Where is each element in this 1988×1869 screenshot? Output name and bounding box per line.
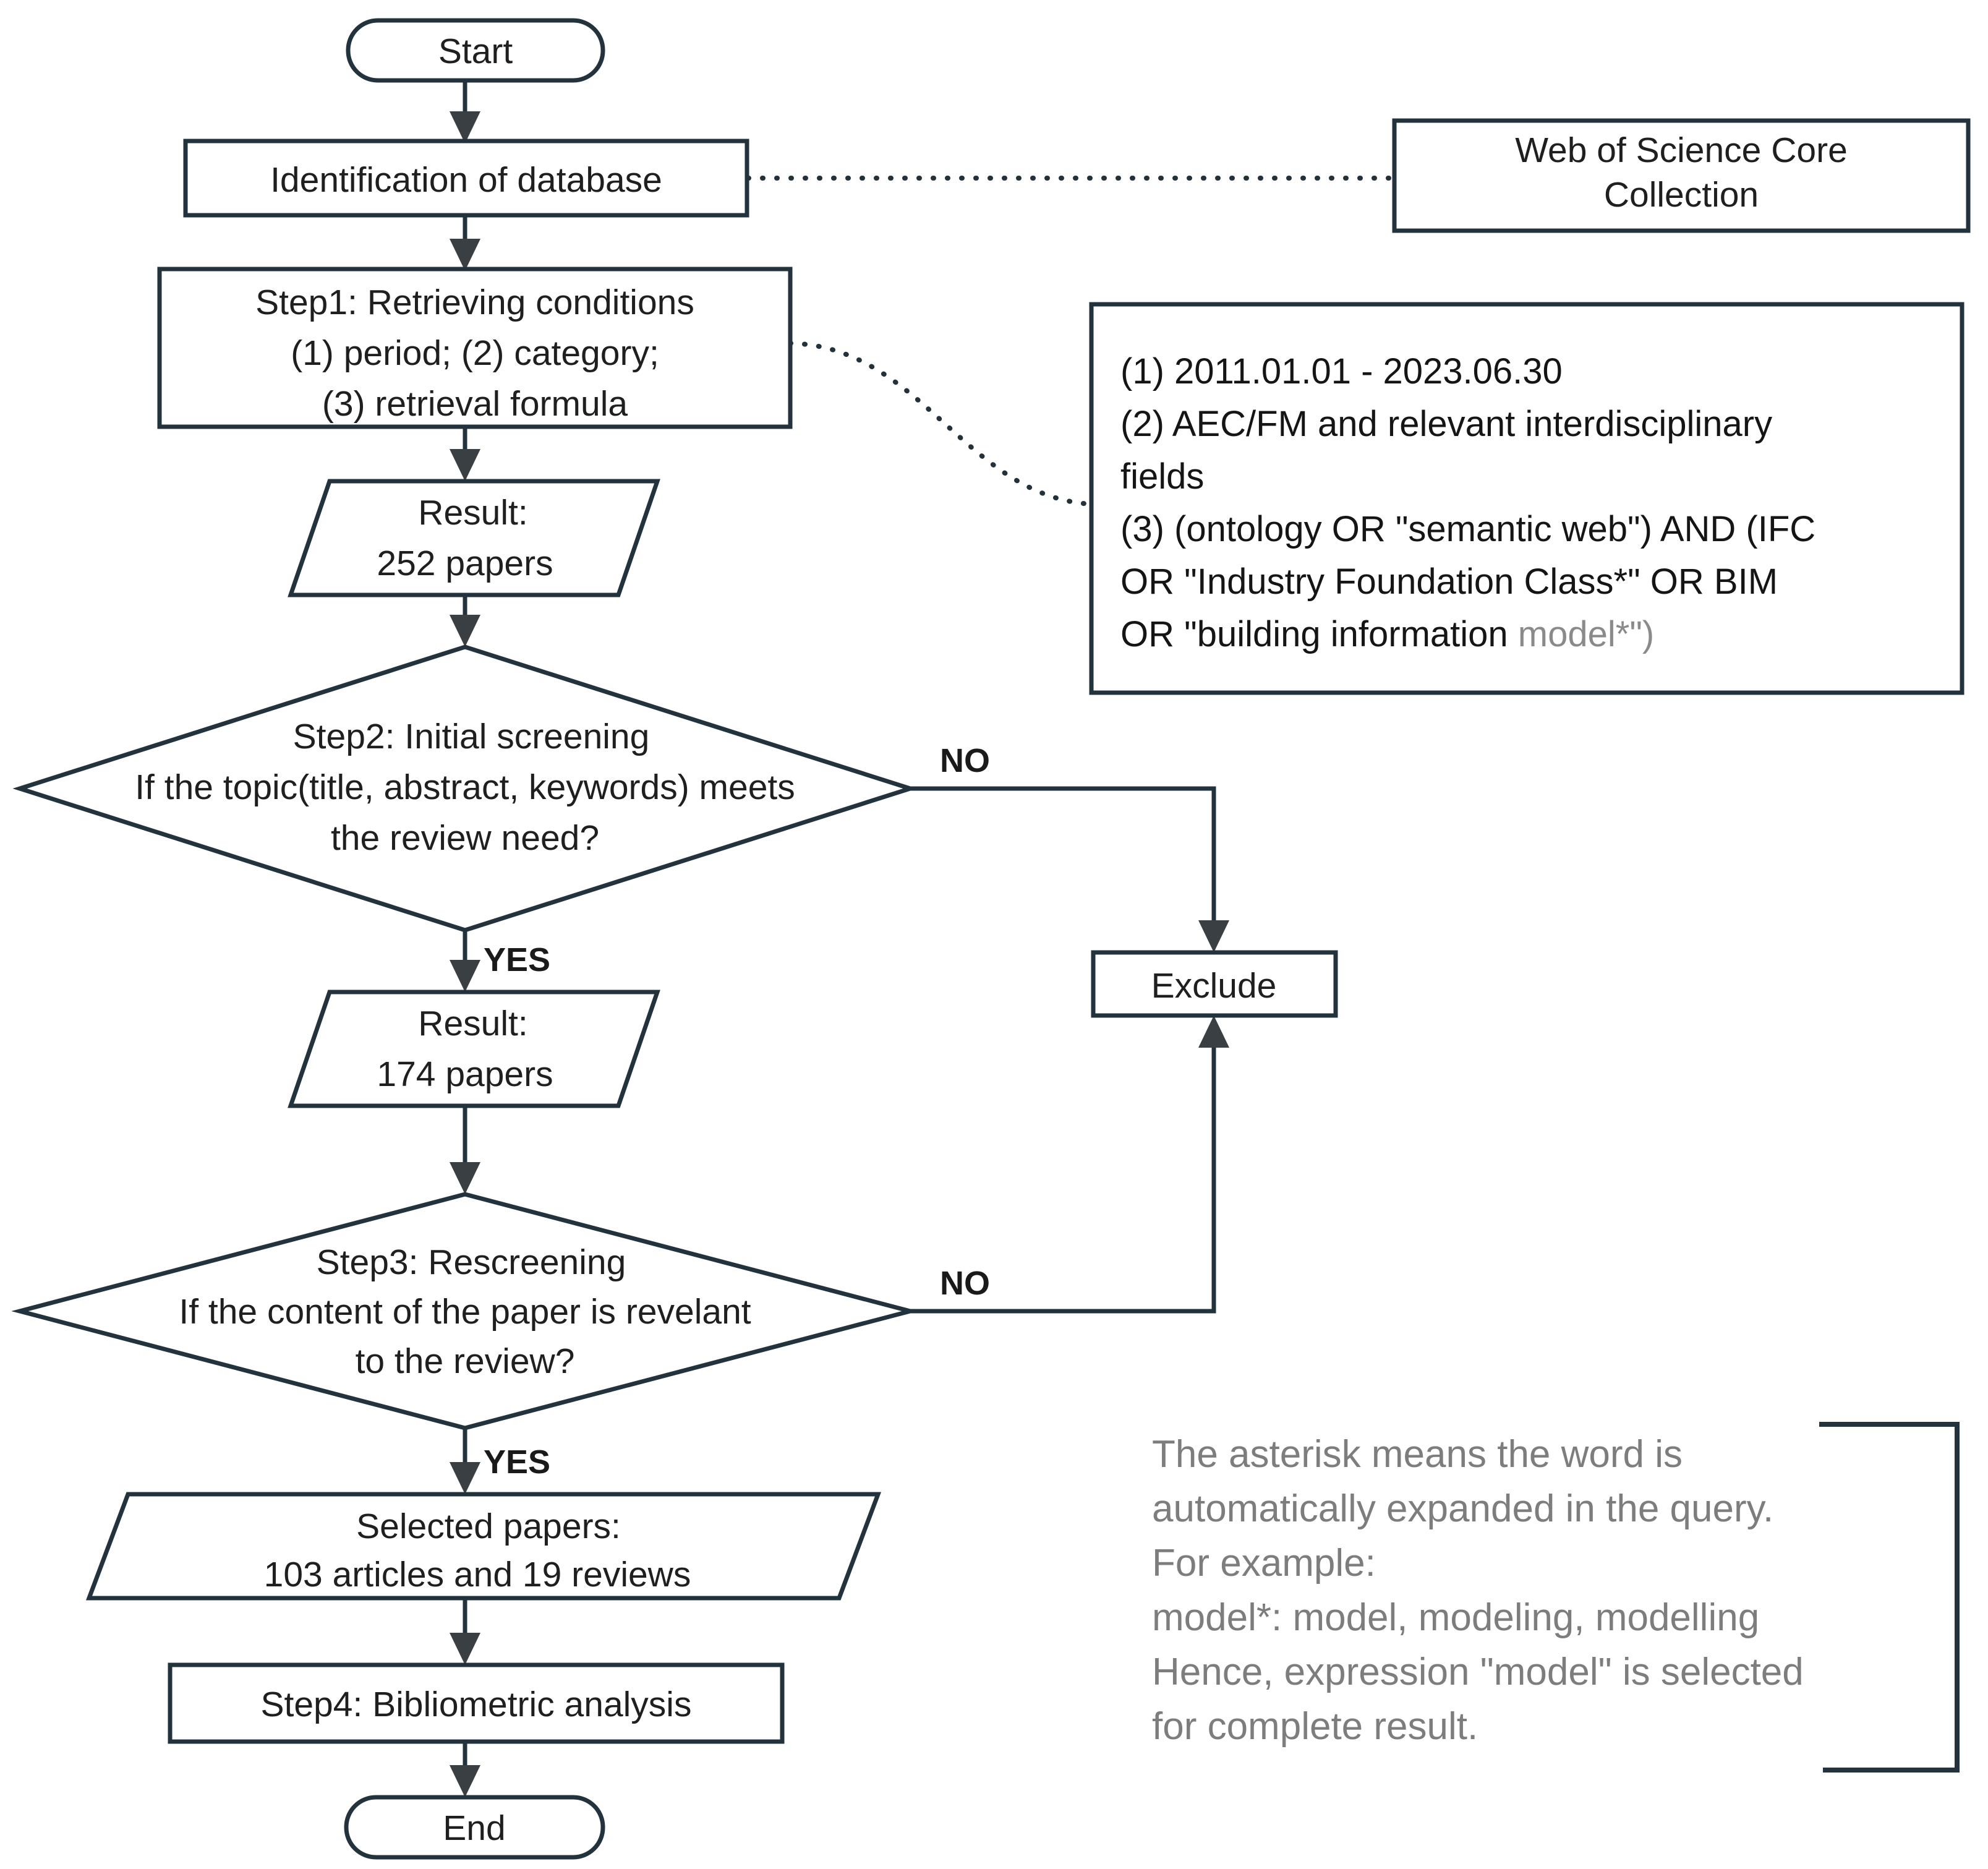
node-step3-line3: to the review? [356, 1341, 575, 1381]
node-step2-line1: Step2: Initial screening [293, 717, 650, 756]
node-selected-line2: 103 articles and 19 reviews [264, 1555, 691, 1594]
edge-label-yes-step2: YES [484, 941, 550, 978]
node-step1-line2: (1) period; (2) category; [291, 333, 659, 373]
node-end[interactable]: End [344, 1795, 605, 1860]
node-exclude[interactable]: Exclude [1091, 950, 1338, 1018]
node-conditions-note-line3: fields [1120, 456, 1204, 497]
node-result-174-line2: 174 papers [377, 1054, 553, 1094]
node-asterisk-note-line6: for complete result. [1152, 1705, 1478, 1748]
node-asterisk-note-line4: model*: model, modeling, modelling [1152, 1596, 1759, 1639]
edge-label-yes-step3: YES [484, 1443, 550, 1481]
node-start[interactable]: Start [346, 18, 605, 83]
node-step4[interactable]: Step4: Bibliometric analysis [168, 1662, 785, 1744]
node-database-note[interactable]: Web of Science Core Collection [1392, 118, 1971, 233]
node-exclude-label: Exclude [1151, 966, 1277, 1006]
connector-step1-to-result1 [450, 427, 480, 481]
node-step1-line3: (3) retrieval formula [322, 384, 628, 424]
node-database-note-line1: Web of Science Core [1515, 130, 1848, 170]
node-selected-line1: Selected papers: [356, 1507, 621, 1546]
connector-step3-no-to-exclude [910, 1016, 1229, 1314]
node-conditions-note-line5: OR "Industry Foundation Class*" OR BIM [1120, 562, 1778, 602]
node-asterisk-note-line5: Hence, expression "model" is selected [1152, 1651, 1804, 1693]
connector-step2-no-to-exclude [910, 786, 1229, 952]
node-conditions-note-line6-prefix: OR "building information [1120, 614, 1518, 654]
node-step1-line1: Step1: Retrieving conditions [255, 283, 694, 322]
node-step3-line1: Step3: Rescreening [317, 1242, 626, 1282]
node-start-label: Start [438, 32, 513, 71]
node-step4-label: Step4: Bibliometric analysis [261, 1685, 692, 1724]
node-asterisk-note-line1: The asterisk means the word is [1152, 1433, 1683, 1476]
node-identification-label: Identification of database [270, 160, 662, 200]
connector-selected-to-step4 [450, 1599, 480, 1665]
node-result-252[interactable]: Result: 252 papers [288, 479, 660, 597]
connector-start-to-identification [450, 80, 480, 143]
node-step1[interactable]: Step1: Retrieving conditions (1) period;… [157, 267, 793, 429]
node-end-label: End [443, 1808, 505, 1848]
node-step2-line2: If the topic(title, abstract, keywords) … [135, 768, 795, 807]
node-result-174[interactable]: Result: 174 papers [288, 990, 660, 1108]
node-conditions-note-line2: (2) AEC/FM and relevant interdisciplinar… [1120, 404, 1772, 444]
node-conditions-note-line1: (1) 2011.01.01 - 2023.06.30 [1120, 351, 1563, 391]
node-result-252-line2: 252 papers [377, 544, 553, 583]
node-asterisk-note-line3: For example: [1152, 1542, 1376, 1585]
edge-label-no-step2: NO [940, 742, 990, 779]
node-conditions-note-line6: OR "building information model*") [1120, 614, 1654, 654]
node-selected-papers[interactable]: Selected papers: 103 articles and 19 rev… [85, 1492, 882, 1601]
node-conditions-note-line4: (3) (ontology OR "semantic web") AND (IF… [1120, 509, 1815, 549]
connector-step2-yes-to-result2 [450, 931, 480, 992]
node-identification-of-database[interactable]: Identification of database [183, 139, 749, 218]
node-step3-line2: If the content of the paper is revelant [179, 1292, 751, 1332]
node-asterisk-note-line2: automatically expanded in the query. [1152, 1487, 1773, 1530]
connector-result2-to-step3 [450, 1107, 480, 1194]
node-step2-decision[interactable]: Step2: Initial screening If the topic(ti… [12, 644, 918, 933]
dotted-connector-step1-to-conditions [788, 341, 1092, 507]
connector-step4-to-end [450, 1741, 480, 1797]
connector-identification-to-step1 [450, 215, 480, 271]
connector-step3-yes-to-selected [450, 1429, 480, 1494]
connector-result1-to-step2 [450, 597, 480, 647]
node-step2-line3: the review need? [331, 818, 599, 858]
node-database-note-line2: Collection [1604, 175, 1759, 215]
node-result-174-line1: Result: [418, 1004, 527, 1043]
node-result-252-line1: Result: [418, 493, 527, 532]
edge-label-no-step3: NO [940, 1265, 990, 1302]
node-conditions-note[interactable]: (1) 2011.01.01 - 2023.06.30 (2) AEC/FM a… [1089, 302, 1965, 695]
node-step3-decision[interactable]: Step3: Rescreening If the content of the… [11, 1192, 919, 1431]
node-conditions-note-line6-highlight: model*") [1518, 614, 1654, 654]
node-asterisk-note[interactable]: The asterisk means the word is automatic… [1152, 1422, 1960, 1773]
